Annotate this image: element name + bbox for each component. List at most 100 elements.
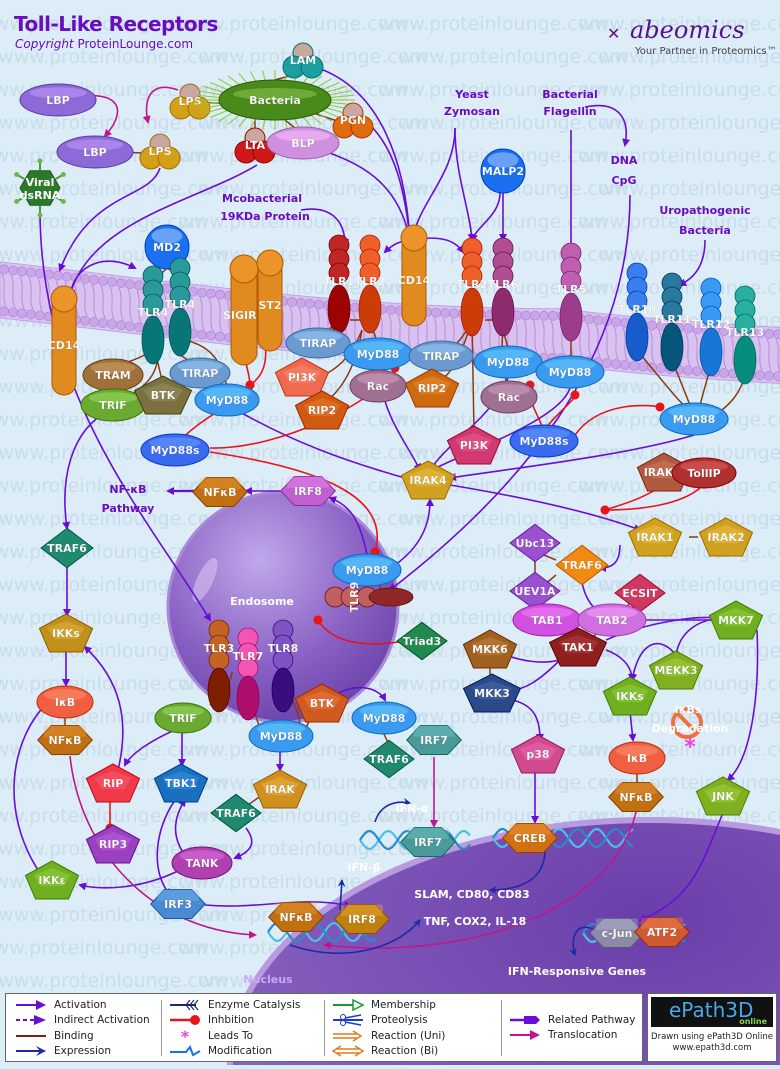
node-btk1[interactable]: BTK — [133, 375, 193, 415]
node-irak2[interactable]: IRAK2 — [698, 517, 754, 557]
node-myd88s2[interactable]: MyD88s — [509, 424, 579, 458]
copyright-site[interactable]: ProteinLounge.com — [77, 37, 194, 51]
node-jnk[interactable]: JNK — [695, 776, 751, 816]
node-rip[interactable]: RIP — [85, 763, 141, 803]
node-ikb1[interactable]: IκB — [36, 685, 94, 719]
node-ikks2[interactable]: IKKs — [602, 676, 658, 716]
node-tirap1[interactable]: TIRAP — [169, 357, 231, 389]
node-ubc13[interactable]: Ubc13 — [509, 523, 561, 563]
node-tlr7[interactable]: TLR7 — [233, 627, 264, 721]
node-tbk1[interactable]: TBK1 — [153, 763, 209, 803]
node-ikks1[interactable]: IKKs — [38, 613, 94, 653]
node-mkk3[interactable]: MKK3 — [462, 673, 522, 713]
node-nfkb4[interactable]: NFκB — [268, 902, 324, 932]
node-ikke[interactable]: IKKε — [24, 860, 80, 900]
node-trif1[interactable]: TRIF — [80, 388, 146, 422]
node-tlr2b[interactable]: TLR2 — [457, 237, 488, 337]
node-myd88h[interactable]: MyD88 — [351, 701, 417, 735]
node-pgn[interactable]: PGN — [332, 102, 374, 139]
node-pi3k1[interactable]: PI3K — [274, 357, 330, 397]
node-myd88s1[interactable]: MyD88s — [140, 433, 210, 467]
node-tlr8[interactable]: TLR8 — [268, 619, 299, 713]
node-tlr5[interactable]: TLR5 — [556, 242, 587, 342]
watermark-text: www.proteinlounge.com — [598, 46, 780, 68]
node-triad3[interactable]: Triad3 — [396, 621, 448, 661]
node-nfkb2[interactable]: NFκB — [37, 725, 93, 755]
node-tank[interactable]: TANK — [171, 846, 233, 880]
node-bacteria[interactable]: Bacteria — [195, 70, 355, 130]
node-traf6a[interactable]: TRAF6 — [40, 527, 94, 569]
node-btk2[interactable]: BTK — [294, 683, 350, 723]
node-lps2[interactable]: LPS — [139, 133, 181, 170]
node-cd14a[interactable]: CD14 — [48, 285, 81, 396]
node-rip2b[interactable]: RIP2 — [404, 368, 460, 408]
node-tab1[interactable]: TAB1 — [512, 603, 582, 637]
node-cd14b[interactable]: CD14 — [398, 224, 431, 327]
node-trif2[interactable]: TRIF — [154, 702, 212, 734]
node-myd88a[interactable]: MyD88 — [194, 383, 260, 417]
node-tlr1[interactable]: TLR1 — [324, 234, 355, 334]
node-irak4[interactable]: IRAK4 — [400, 460, 456, 500]
node-irf7b[interactable]: IRF7 — [400, 827, 456, 857]
node-myd88d[interactable]: MyD88 — [535, 355, 605, 389]
node-blp[interactable]: BLP — [266, 126, 340, 160]
node-irf8a[interactable]: IRF8 — [280, 476, 336, 506]
node-rip3[interactable]: RIP3 — [85, 824, 141, 864]
node-mekk3[interactable]: MEKK3 — [648, 650, 704, 690]
node-pi3k2[interactable]: PI3K — [446, 425, 502, 465]
node-p38[interactable]: p38 — [510, 734, 566, 774]
node-uev1a[interactable]: UEV1A — [509, 571, 561, 611]
node-tak1[interactable]: TAK1 — [548, 627, 608, 667]
node-atf2[interactable]: ATF2 — [634, 917, 690, 947]
node-sigirr[interactable]: SIGIRR — [223, 254, 266, 366]
node-traf6b[interactable]: TRAF6 — [555, 544, 609, 586]
epath3d-badge[interactable]: ePath3D online Drawn using ePath3D Onlin… — [647, 993, 777, 1062]
lipid-head — [719, 368, 729, 378]
node-myd88g[interactable]: MyD88 — [248, 719, 314, 753]
node-tlr10[interactable]: TLR10 — [618, 262, 657, 362]
node-rac2[interactable]: Rac — [480, 380, 538, 414]
node-irf7a[interactable]: IRF7 — [406, 725, 462, 755]
node-tlr13[interactable]: TLR13 — [726, 285, 764, 385]
node-creb[interactable]: CREB — [502, 823, 558, 853]
node-tlr11[interactable]: TLR11 — [653, 272, 691, 372]
node-nfkb1[interactable]: NFκB — [192, 477, 248, 507]
node-traf6c[interactable]: TRAF6 — [363, 739, 415, 779]
node-mkk6[interactable]: MKK6 — [462, 629, 518, 669]
epath3d-url[interactable]: www.epath3d.com — [672, 1043, 752, 1053]
node-myd88e[interactable]: MyD88 — [659, 402, 729, 436]
node-tirap3[interactable]: TIRAP — [408, 340, 474, 372]
node-tram[interactable]: TRAM — [82, 358, 144, 392]
node-myd88b[interactable]: MyD88 — [343, 337, 413, 371]
node-tlr2a[interactable]: TLR2 — [355, 234, 386, 334]
node-irf3[interactable]: IRF3 — [150, 889, 206, 919]
node-tab2[interactable]: TAB2 — [577, 603, 647, 637]
node-rac1[interactable]: Rac — [349, 369, 407, 403]
node-nfkb3[interactable]: NFκB — [608, 782, 664, 812]
node-cjun[interactable]: c-Jun — [589, 918, 645, 948]
node-mkk7[interactable]: MKK7 — [708, 600, 764, 640]
node-ecsit[interactable]: ECSIT — [614, 573, 666, 613]
node-malp2[interactable]: MALP2 — [480, 148, 526, 194]
node-tlr3[interactable]: TLR3 — [204, 619, 235, 713]
node-traf6d[interactable]: TRAF6 — [210, 793, 262, 833]
node-tlr4b[interactable]: TLR4 — [165, 257, 196, 357]
node-irf8b[interactable]: IRF8 — [334, 904, 390, 934]
node-lbp2[interactable]: LBP — [56, 135, 134, 169]
node-lbp1[interactable]: LBP — [19, 83, 97, 117]
node-lam[interactable]: LAM — [282, 42, 324, 79]
node-irak[interactable]: IRAK — [252, 769, 308, 809]
node-st2[interactable]: ST2 — [256, 249, 284, 352]
node-tollip[interactable]: TollIP — [671, 457, 737, 489]
node-tlr6[interactable]: TLR6 — [488, 237, 519, 337]
node-myd88c[interactable]: MyD88 — [473, 345, 543, 379]
node-tirap2[interactable]: TIRAP — [285, 327, 351, 359]
node-myd88f[interactable]: MyD88 — [332, 553, 402, 587]
node-tlr12[interactable]: TLR12 — [692, 277, 730, 377]
node-tlr9[interactable]: TLR9 — [324, 582, 414, 613]
node-rip2a[interactable]: RIP2 — [294, 390, 350, 430]
node-irak1[interactable]: IRAK1 — [627, 517, 683, 557]
node-tlr4a[interactable]: TLR4 — [138, 265, 169, 365]
node-ikb2[interactable]: IκB — [608, 741, 666, 775]
